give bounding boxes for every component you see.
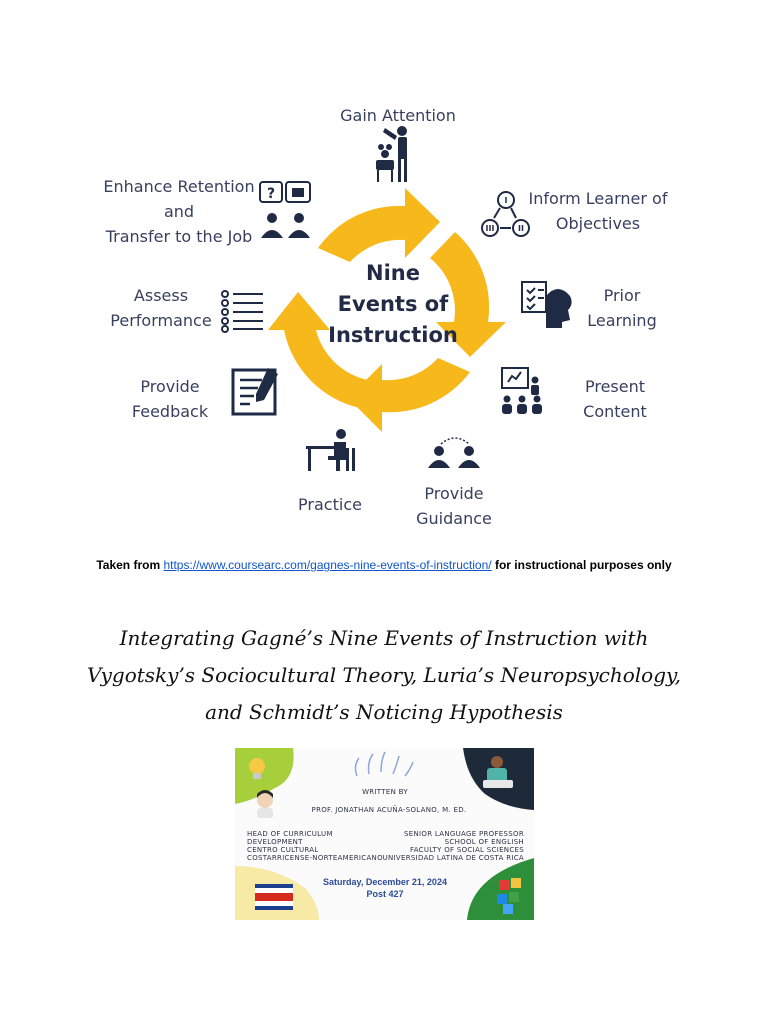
label-practice: Practice — [290, 492, 370, 517]
post-number: Post 427 — [366, 889, 404, 899]
nine-events-diagram: I III II — [221, 126, 572, 471]
puzzle-icon — [497, 878, 521, 914]
label-line: Provide — [140, 377, 200, 396]
green-corner-shape — [235, 748, 294, 804]
costa-rica-flag-icon — [255, 884, 293, 910]
feedback-form-icon — [231, 368, 278, 416]
affiliation-line: HEAD OF CURRICULUM — [247, 830, 333, 838]
caption-suffix: for instructional purposes only — [491, 558, 672, 572]
label-line: Gain Attention — [340, 106, 456, 125]
gain-attention-icon — [376, 126, 407, 182]
numeral-one: I — [505, 196, 508, 205]
caption-prefix: Taken from — [96, 558, 164, 572]
arrow-segment-bottom — [348, 358, 470, 432]
label-line: Content — [583, 402, 647, 421]
author-card: WRITTEN BY PROF. JONATHAN ACUÑA-SOLANO, … — [235, 748, 534, 920]
left-affiliation: HEAD OF CURRICULUM DEVELOPMENT CENTRO CU… — [247, 830, 383, 862]
label-line: Feedback — [131, 402, 209, 421]
label-line: Objectives — [555, 214, 641, 233]
post-date: Saturday, December 21, 2024 — [323, 877, 447, 887]
label-line: Guidance — [416, 509, 492, 528]
provide-guidance-icon — [428, 437, 480, 468]
title-line: and Schmidt’s Noticing Hypothesis — [205, 700, 563, 724]
label-line: Learning — [587, 311, 657, 330]
lightbulb-icon — [249, 758, 265, 779]
numeral-three: III — [486, 224, 495, 233]
label-line: Practice — [298, 495, 362, 514]
label-line: Inform Learner of — [528, 189, 668, 208]
source-caption: Taken from https://www.coursearc.com/gag… — [80, 557, 688, 573]
arrow-segment-left — [268, 292, 368, 408]
affiliation-line: UNIVERSIDAD LATINA DE COSTA RICA — [382, 854, 524, 862]
arrow-segment-right — [430, 232, 506, 357]
label-line: Provide — [424, 484, 484, 503]
label-provide-guidance: Provide Guidance — [410, 481, 498, 531]
numeral-two: II — [518, 224, 524, 233]
affiliation-line: DEVELOPMENT — [247, 838, 303, 846]
affiliation-line: CENTRO CULTURAL — [247, 846, 319, 854]
label-line: Present — [584, 377, 646, 396]
label-line: Prior — [603, 286, 641, 305]
label-line: Assess — [133, 286, 189, 305]
arrow-segment-top — [318, 188, 440, 262]
diagram-center-title: Nine Events of Instruction — [322, 258, 464, 351]
title-line: Vygotsky’s Sociocultural Theory, Luria’s… — [86, 663, 682, 687]
svg-text:?: ? — [267, 186, 275, 202]
label-assess-performance: Assess Performance — [104, 283, 218, 333]
source-link[interactable]: https://www.coursearc.com/gagnes-nine-ev… — [163, 558, 492, 572]
label-enhance-retention: Enhance Retention and Transfer to the Jo… — [94, 174, 264, 249]
card-decorations — [235, 748, 534, 920]
cycle-arrows — [268, 188, 506, 432]
label-inform-objectives: Inform Learner of Objectives — [522, 186, 674, 236]
label-provide-feedback: Provide Feedback — [124, 374, 216, 424]
center-title-line: Nine — [366, 261, 420, 285]
transfer-job-icon: ? — [259, 181, 311, 238]
center-title-line: Events of — [337, 292, 449, 316]
right-affiliation: SENIOR LANGUAGE PROFESSOR SCHOOL OF ENGL… — [383, 830, 524, 862]
label-line: Transfer to the Job — [105, 227, 253, 246]
author-avatar — [257, 790, 273, 818]
label-line: Performance — [110, 311, 212, 330]
affiliation-line: SENIOR LANGUAGE PROFESSOR — [404, 830, 524, 838]
checklist-icon — [221, 290, 263, 333]
author-name: PROF. JONATHAN ACUÑA-SOLANO, M. ED. — [311, 806, 467, 814]
written-by-label: WRITTEN BY — [362, 788, 408, 796]
splash-icon — [354, 751, 414, 777]
title-line: Integrating Gagné’s Nine Events of Instr… — [119, 626, 649, 650]
label-present-content: Present Content — [572, 374, 658, 424]
present-content-icon — [501, 367, 542, 414]
document-title: Integrating Gagné’s Nine Events of Instr… — [40, 620, 728, 731]
label-line: Enhance Retention — [103, 177, 255, 196]
objectives-cycle-icon — [481, 191, 530, 237]
label-gain-attention: Gain Attention — [330, 103, 466, 128]
reading-person-icon — [483, 756, 513, 788]
affiliation-line: COSTARRICENSE-NORTEAMERICANO — [247, 854, 383, 862]
label-prior-learning: Prior Learning — [578, 283, 666, 333]
label-line: and — [163, 202, 195, 221]
practice-icon — [306, 429, 355, 471]
center-title-line: Instruction — [328, 323, 458, 347]
prior-learning-icon — [521, 281, 572, 328]
affiliation-line: SCHOOL OF ENGLISH — [444, 838, 524, 846]
affiliation-line: FACULTY OF SOCIAL SCIENCES — [410, 846, 524, 854]
